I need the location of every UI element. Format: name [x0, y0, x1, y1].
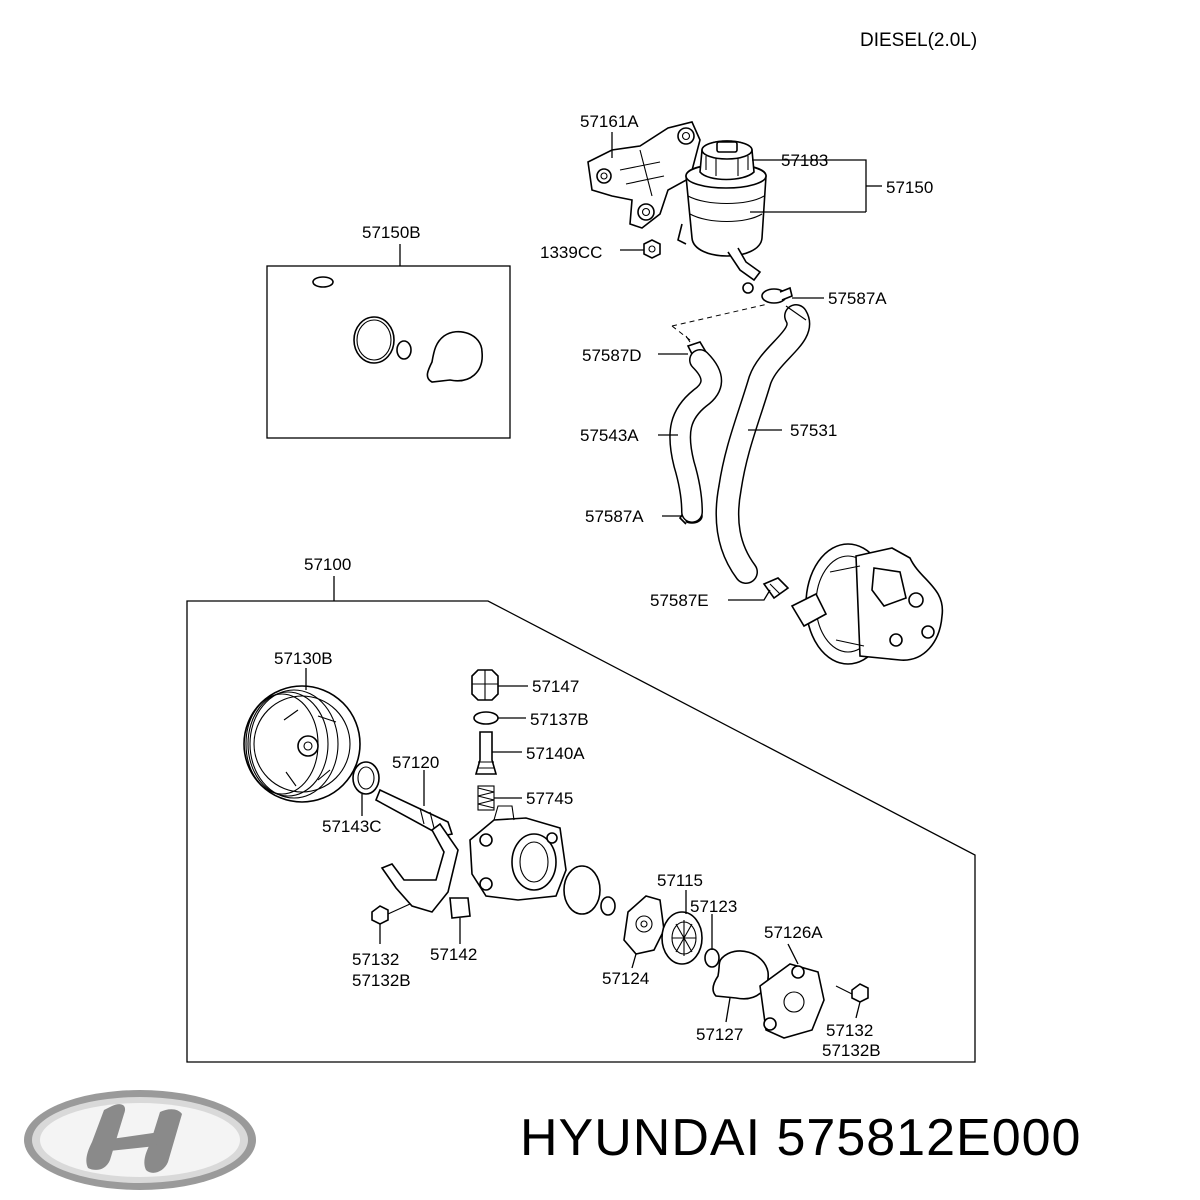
label-57132-right: 57132: [826, 1021, 873, 1040]
label-57150b: 57150B: [362, 223, 421, 242]
pump-assembly-frame: [186, 600, 976, 1063]
clamp-57587e-drawing: [762, 577, 790, 600]
label-57587a-top: 57587A: [828, 289, 887, 308]
seal-57143c-drawing: [352, 761, 380, 795]
label-57120: 57120: [392, 753, 439, 772]
label-57132-left: 57132: [352, 950, 399, 969]
label-57531: 57531: [790, 421, 837, 440]
plate-57124-drawing: [623, 895, 665, 955]
gasket-kit-frame: [266, 265, 511, 439]
reservoir-tank-drawing: [677, 140, 767, 294]
label-57143c: 57143C: [322, 817, 382, 836]
label-57587a-low: 57587A: [585, 507, 644, 526]
label-57100: 57100: [304, 555, 351, 574]
label-57140a: 57140A: [526, 744, 585, 763]
nut-1339cc-drawing: [643, 239, 661, 259]
label-57183: 57183: [781, 151, 828, 170]
oring-large-drawing: [563, 865, 601, 915]
label-57132b-left: 57132B: [352, 971, 411, 990]
label-57137b: 57137B: [530, 710, 589, 729]
hose-57531-drawing: [715, 304, 811, 584]
label-57745: 57745: [526, 789, 573, 808]
bolt-57132-left-drawing: [371, 903, 411, 925]
label-57147: 57147: [532, 677, 579, 696]
label-57161a: 57161A: [580, 112, 639, 131]
oring-57123-drawing: [704, 948, 720, 968]
label-57115: 57115: [657, 871, 703, 890]
label-57587e: 57587E: [650, 591, 709, 610]
bracket-57142-drawing: [380, 822, 471, 919]
brand-name: HYUNDAI: [520, 1109, 762, 1167]
cover-57126a-drawing: [759, 963, 825, 1039]
label-57543a: 57543A: [580, 426, 639, 445]
label-57124: 57124: [602, 969, 649, 988]
oring-small-drawing: [600, 896, 616, 916]
label-57130b: 57130B: [274, 649, 333, 668]
hose-57543a-drawing: [669, 349, 723, 523]
fitting-57147-drawing: [471, 669, 499, 701]
engine-note: DIESEL(2.0L): [860, 30, 977, 51]
hyundai-logo-icon: [24, 1090, 256, 1190]
clamp-57587a-top-drawing: [761, 286, 793, 304]
part-number: 575812E000: [776, 1109, 1082, 1167]
gasket-kit-rings-drawing: [312, 276, 483, 383]
spring-57745-drawing: [477, 785, 495, 811]
pulley-57130b-drawing: [243, 685, 361, 803]
oring-57137b-drawing: [473, 711, 499, 725]
label-57126a: 57126A: [764, 923, 823, 942]
brand-footer: HYUNDAI 575812E000: [520, 1108, 1190, 1172]
reservoir-bracket-drawing: [587, 121, 701, 229]
label-57132b-right: 57132B: [822, 1041, 881, 1060]
pump-assembled-drawing: [790, 543, 944, 665]
label-57127: 57127: [696, 1025, 743, 1044]
label-1339cc: 1339CC: [540, 243, 602, 262]
leader-lines: [305, 132, 882, 1023]
label-57123: 57123: [690, 897, 737, 916]
label-57587d: 57587D: [582, 346, 642, 365]
label-57150: 57150: [886, 178, 933, 197]
rotor-57115-drawing: [661, 911, 703, 965]
gasket-57127-drawing: [712, 950, 769, 1000]
connection-dash-line: [671, 303, 769, 341]
bolt-57132-right-drawing: [835, 983, 869, 1003]
label-57142: 57142: [430, 945, 477, 964]
valve-57140a-drawing: [474, 731, 498, 775]
pump-body-drawing: [469, 805, 567, 901]
